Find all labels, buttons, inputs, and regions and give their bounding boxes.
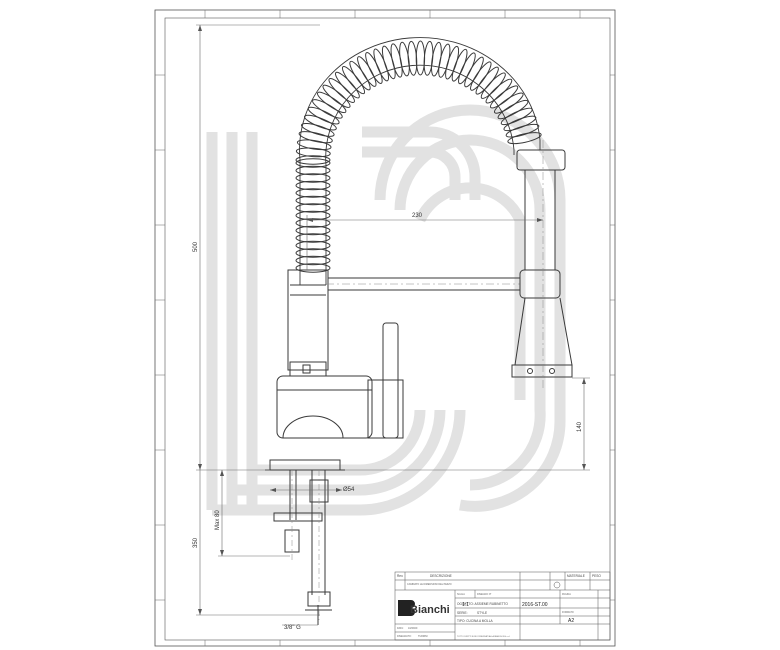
tb-drawn-value: TURRINI <box>418 635 428 638</box>
tb-rev-header: Rev. <box>397 574 403 578</box>
dim-diameter-label: Ø54 <box>343 487 355 493</box>
faucet-body <box>265 269 520 471</box>
under-sink-pipes <box>273 470 332 625</box>
dim-230-label: 230 <box>412 213 423 219</box>
drawing-frame <box>154 9 616 647</box>
tb-scale-value: 1:1 <box>462 602 469 608</box>
tb-revision-note: CAMBIATO LE DIMENSIONI DEL PEZZO <box>407 583 452 586</box>
tb-drawn-label: DISEGNATO: <box>397 635 412 638</box>
tb-copyright: TUTTI I DIRITTI SONO RISERVATI ALLA BIAN… <box>457 635 511 638</box>
spring-coil <box>295 40 542 273</box>
watermark-logo <box>206 104 566 516</box>
tb-drawing-no-value: 2016-ST.00 <box>522 602 548 608</box>
tb-descr-header: DESCRIZIONE <box>430 574 452 578</box>
frame-grid-ticks <box>155 10 615 646</box>
tb-type-value: TIPO: CUCINA A MOLLA <box>457 619 493 623</box>
tb-date-value: 10/06/09 <box>408 627 418 630</box>
dimension-lines <box>196 24 590 626</box>
dim-350-label: 350 <box>193 537 199 548</box>
dim-500-label: 500 <box>193 241 199 252</box>
company-logo: Bianchi <box>398 600 450 616</box>
dim-140-label: 140 <box>577 421 583 432</box>
tb-subject: OGGETTO: ASSIEME RUBINETTO <box>457 602 508 606</box>
company-name: Bianchi <box>410 604 450 616</box>
tb-material-header: MATERIALE <box>567 574 585 578</box>
tb-page-label: PAGINA <box>562 593 571 596</box>
hose-core <box>299 37 541 285</box>
tb-weight-header: PESO <box>592 574 601 578</box>
tb-drawing-no-label: DISEGNO N° <box>477 593 491 596</box>
dimension-arrows <box>198 25 586 615</box>
title-block: Rev. DESCRIZIONE CAMBIATO LE DIMENSIONI … <box>394 571 611 641</box>
spout-head <box>511 140 573 390</box>
dim-thread-label: 3/8" G <box>284 625 301 631</box>
tb-series-value: STYLE <box>477 611 487 615</box>
dim-max80-label: Max 80 <box>215 510 221 530</box>
projection-symbol-icon <box>553 581 561 589</box>
tb-scale-label: SCALA <box>457 593 465 596</box>
tb-series-label: SERIE: <box>457 611 468 615</box>
tb-date-label: DATA: <box>397 627 404 630</box>
tb-format-value: A2 <box>568 618 574 624</box>
tb-format-label: FORMATO <box>562 611 574 614</box>
